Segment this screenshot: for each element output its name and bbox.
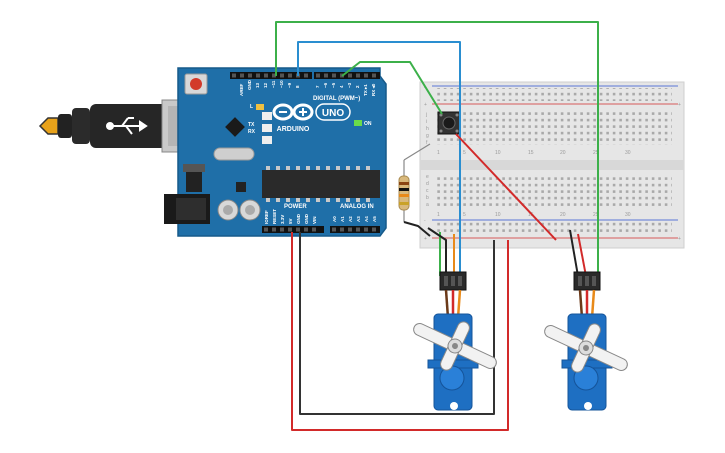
- pin-rx0-label: RX ◂0: [371, 83, 376, 96]
- rx-led-label: RX: [248, 129, 256, 135]
- wire-red-servo2-power[interactable]: [577, 233, 587, 277]
- pin-a4-label: A4: [364, 216, 369, 222]
- servo-motor-1[interactable]: [403, 271, 507, 411]
- pin-10-label: ~10: [279, 80, 284, 88]
- servo-motor-2[interactable]: [534, 271, 638, 411]
- row-letter-c: c: [426, 188, 429, 194]
- analog-header[interactable]: [330, 226, 380, 233]
- digital-header-label: DIGITAL (PWM~): [313, 96, 360, 102]
- pin-a2-label: A2: [348, 216, 353, 222]
- col-number-25-bottom: 25: [593, 212, 599, 218]
- wire-black-servo1-gnd[interactable]: [427, 227, 447, 276]
- pin-12-label: 12: [263, 82, 268, 88]
- wire-black-gnd-to-rail[interactable]: [299, 232, 495, 415]
- wire-red-5v-to-rail[interactable]: [291, 232, 509, 431]
- pin-4-label: 4: [339, 85, 344, 88]
- row-letter-a: a: [426, 202, 429, 208]
- atmega-chip: [262, 166, 380, 202]
- col-number-15: 15: [528, 150, 534, 156]
- pin-gnd2-label: GND: [304, 213, 309, 224]
- breadboard[interactable]: + - + + + - j i h g f e d c b a 1 5 10 1…: [419, 81, 685, 249]
- pin-5-label: ~5: [331, 82, 336, 88]
- pin-reset-label: RESET: [272, 209, 277, 224]
- row-letter-g: g: [426, 133, 429, 139]
- pin-6-label: ~6: [323, 82, 328, 88]
- col-number-20: 20: [560, 150, 566, 156]
- pin-3-label: ~3: [347, 82, 352, 88]
- arduino-uno-board[interactable]: ARDUINO UNO ON TX RX L AREF GND 13 12 ~1…: [164, 67, 387, 237]
- pin-a3-label: A3: [356, 216, 361, 222]
- pin-2-label: 2: [355, 85, 360, 88]
- pin-5v-label: 5V: [288, 218, 293, 224]
- top-rail-plus-label: +: [424, 102, 427, 108]
- pin-gnd-top-label: GND: [247, 79, 252, 90]
- row-letter-i: i: [426, 119, 427, 125]
- row-letter-d: d: [426, 181, 429, 187]
- bottom-rail-plus-label: +: [424, 236, 427, 242]
- row-letter-f: f: [426, 140, 428, 146]
- pushbutton[interactable]: [437, 111, 461, 135]
- servo-horn-2-icon: [544, 323, 628, 373]
- wire-green-pin2-to-button[interactable]: [341, 61, 443, 115]
- col-number-25: 25: [593, 150, 599, 156]
- on-led-label: ON: [364, 121, 372, 127]
- digital-header[interactable]: [230, 72, 380, 79]
- pin-gnd1-label: GND: [296, 213, 301, 224]
- analog-header-label: ANALOG IN: [340, 204, 374, 210]
- col-number-5-bottom: 5: [463, 212, 466, 218]
- wire-black-servo2-gnd[interactable]: [569, 229, 579, 277]
- pin-3v3-label: 3.3V: [280, 215, 285, 224]
- pin-a0-label: A0: [332, 216, 337, 222]
- pin-a1-label: A1: [340, 216, 345, 222]
- pin-tx1-label: TX ▸1: [363, 84, 368, 96]
- pin-7-label: 7: [315, 85, 320, 88]
- row-letter-e: e: [426, 174, 429, 180]
- tx-led-label: TX: [248, 122, 255, 128]
- l-led-label: L: [250, 104, 253, 110]
- col-number-1-bottom: 1: [437, 212, 440, 218]
- power-header[interactable]: [262, 226, 324, 233]
- pin-9-label: ~9: [287, 82, 292, 88]
- row-letter-b: b: [426, 195, 429, 201]
- board-model-label: UNO: [322, 108, 344, 119]
- col-number-20-bottom: 20: [560, 212, 566, 218]
- col-number-10-bottom: 10: [495, 212, 501, 218]
- dc-power-jack: [164, 194, 210, 224]
- board-brand-label: ARDUINO: [277, 126, 310, 133]
- arduino-logo: [272, 103, 351, 121]
- wire-red-button-to-rail[interactable]: [455, 133, 557, 241]
- wire-green-pin11-to-servo2[interactable]: [275, 21, 599, 276]
- usb-symbol-icon: [106, 117, 148, 135]
- servo-horn-1-icon: [413, 321, 497, 371]
- bottom-rail-minus-label: -: [424, 218, 426, 224]
- row-letter-j: j: [425, 112, 427, 118]
- pin-8-label: 8: [295, 85, 300, 88]
- pin-a5-label: A5: [372, 216, 377, 222]
- row-letter-h: h: [426, 126, 429, 132]
- col-number-15-bottom: 15: [528, 212, 534, 218]
- pin-aref-label: AREF: [239, 83, 244, 96]
- reset-button[interactable]: [184, 73, 208, 95]
- power-header-label: POWER: [284, 204, 307, 210]
- bottom-rail-plus-label-right: +: [678, 236, 681, 242]
- col-number-1: 1: [437, 150, 440, 156]
- pin-13-label: 13: [255, 82, 260, 88]
- wire-black-resistor-to-rail[interactable]: [403, 221, 431, 237]
- col-number-10: 10: [495, 150, 501, 156]
- top-rail-plus-label-right: +: [678, 102, 681, 108]
- wire-blue-pin9-to-servo1[interactable]: [297, 41, 461, 276]
- pin-11-label: ~11: [271, 80, 276, 88]
- col-number-5: 5: [463, 150, 466, 156]
- resistor[interactable]: [398, 143, 431, 222]
- col-number-30: 30: [625, 150, 631, 156]
- pin-ioref-label: IOREF: [264, 210, 269, 224]
- pin-vin-label: VIN: [312, 216, 317, 224]
- col-number-30-bottom: 30: [625, 212, 631, 218]
